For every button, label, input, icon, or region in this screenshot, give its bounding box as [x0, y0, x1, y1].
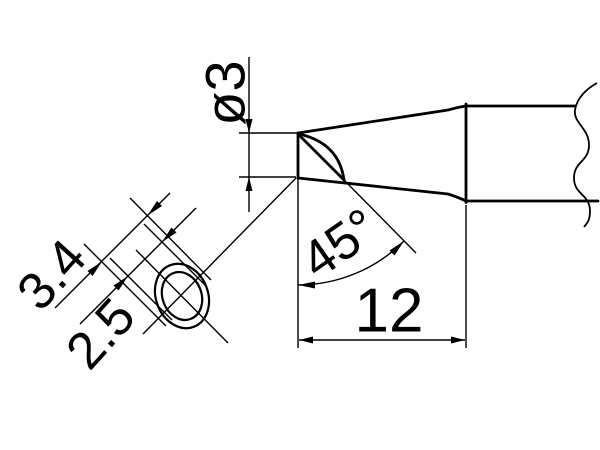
- dimension-diameter: ø3: [194, 57, 297, 212]
- dimension-angle: 45°: [291, 178, 417, 348]
- angle-arrow-lower: [298, 281, 315, 289]
- tip-diameter-label: ø3: [194, 60, 257, 125]
- angle-arrow-upper: [389, 241, 404, 256]
- face-inner-dim-line: [79, 207, 197, 325]
- leader-line: [142, 177, 297, 335]
- bevel-face-view: 3.4 2.5: [6, 177, 297, 381]
- face-inner-arrow-sw: [113, 276, 128, 291]
- face-ext-line-outer-ne: [129, 197, 212, 281]
- face-centerline: [135, 249, 229, 344]
- face-inner-ellipse: [160, 270, 204, 322]
- break-wave-line: [573, 82, 598, 228]
- dimension-length: 12: [299, 205, 467, 348]
- face-ext-line-inner-sw: [109, 257, 173, 321]
- bevel-extension-line: [343, 179, 417, 254]
- bevel-face-arc: [297, 132, 346, 182]
- face-ext-line-inner-ne: [143, 223, 207, 287]
- cone-top-edge: [296, 104, 468, 135]
- bevel-cut-edge: [296, 132, 346, 182]
- tip-body: [464, 82, 600, 228]
- diameter-arrow-top: [245, 119, 253, 133]
- length-arrow-left: [299, 336, 313, 344]
- face-minor-label: 2.5: [55, 288, 146, 381]
- length-arrow-right: [451, 336, 465, 344]
- face-inner-arrow-ne: [162, 227, 177, 242]
- cone-bottom-edge: [296, 176, 468, 203]
- face-ext-line-outer-sw: [83, 243, 167, 327]
- face-major-label: 3.4: [6, 229, 97, 322]
- face-outer-arrow-ne: [147, 201, 162, 216]
- tip-length-label: 12: [355, 277, 424, 346]
- diameter-arrow-bottom: [245, 177, 253, 191]
- face-outer-arrow-sw: [87, 261, 102, 276]
- tip-profile: [296, 104, 468, 203]
